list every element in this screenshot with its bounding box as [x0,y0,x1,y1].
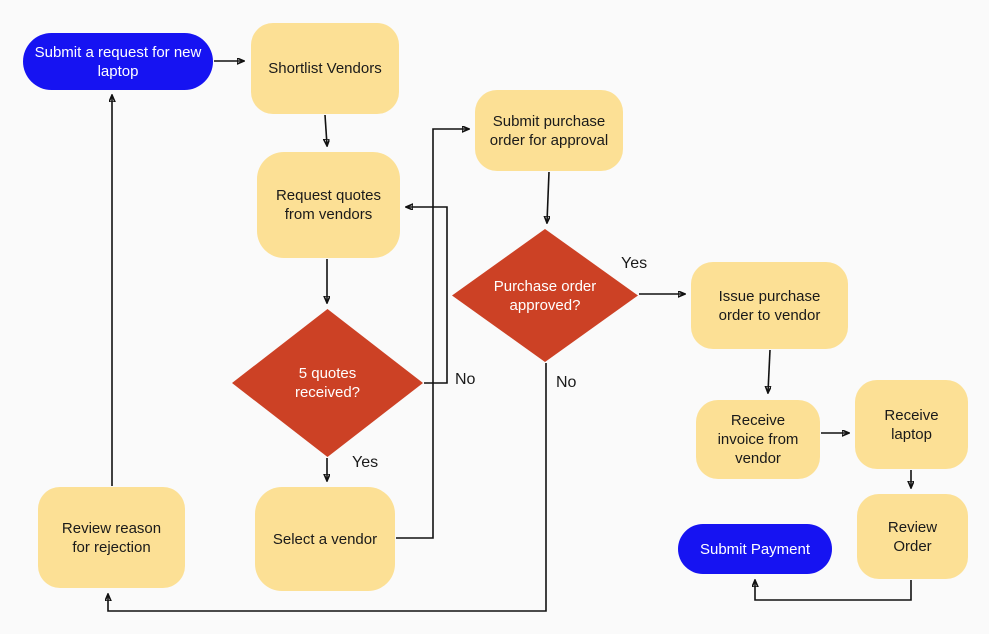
edge-label-quotes-no: No [455,371,476,388]
node-receive-laptop[interactable]: Receive laptop [855,380,968,469]
node-submit-purchase-order[interactable]: Submit purchase order for approval [475,90,623,171]
node-review-order[interactable]: Review Order [857,494,968,579]
node-label: Receive invoice from vendor [717,412,799,467]
edge-po-decision-no-to-review-reason [108,363,547,612]
node-label: Submit purchase order for approval [489,112,609,149]
node-label: Request quotes from vendors [275,187,382,223]
edge-submit-po-to-po-decision [547,171,549,222]
node-label: Review reason for rejection [61,519,162,556]
node-select-vendor[interactable]: Select a vendor [255,487,395,591]
node-request-quotes[interactable]: Request quotes from vendors [257,152,400,258]
node-issue-purchase-order[interactable]: Issue purchase order to vendor [691,262,848,349]
node-shortlist-vendors[interactable]: Shortlist Vendors [251,23,399,114]
node-label: 5 quotes received? [294,365,361,401]
node-label: Purchase order approved? [493,277,597,314]
edge-issue-po-to-receive-invoice [768,349,770,392]
node-label: Submit a request for new laptop [34,43,202,80]
node-label: Submit Payment [699,540,811,558]
node-label: Select a vendor [272,530,378,548]
node-submit-payment[interactable]: Submit Payment [678,524,832,574]
node-label: Issue purchase order to vendor [718,287,821,324]
node-label: Receive laptop [884,406,939,443]
edge-quotes-decision-no-to-request-quotes [407,207,448,384]
edge-label-po-no: No [556,374,577,391]
node-review-rejection-reason[interactable]: Review reason for rejection [38,487,185,588]
edge-shortlist-to-request-quotes [325,114,327,145]
node-label: Shortlist Vendors [268,60,382,77]
edge-label-quotes-yes: Yes [352,454,379,471]
node-receive-invoice[interactable]: Receive invoice from vendor [696,400,820,479]
edge-select-vendor-to-submit-po [396,129,468,539]
edge-review-order-to-submit-payment [755,580,912,601]
edge-label-po-yes: Yes [621,255,648,272]
node-submit-request-start[interactable]: Submit a request for new laptop [23,33,213,90]
node-label: Review Order [887,518,938,555]
